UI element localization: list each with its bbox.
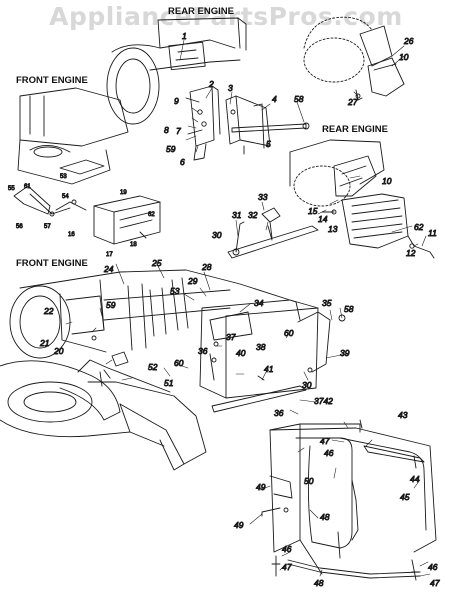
callout-55: 55 [8, 186, 15, 192]
callout-52: 52 [148, 362, 158, 372]
callout-47-top: 47 [320, 436, 330, 446]
callout-56: 56 [16, 224, 23, 230]
callout-44: 44 [410, 474, 420, 484]
callout-10-right: 10 [382, 176, 392, 186]
crossbar-and-handle [227, 207, 319, 259]
callout-46-left: 46 [282, 544, 292, 554]
discharge-chute [0, 351, 207, 471]
callout-21: 21 [39, 338, 50, 348]
rear-engine-tractor-top [106, 17, 247, 125]
callout-49-low: 49 [234, 520, 244, 530]
section-label-rear-engine-top: REAR ENGINE [168, 6, 234, 17]
callout-7: 7 [176, 126, 181, 136]
callout-61: 61 [24, 184, 31, 190]
callout-54: 54 [62, 194, 69, 200]
callout-19: 19 [120, 190, 127, 196]
callout-45: 45 [400, 492, 410, 502]
callout-10-top: 10 [399, 52, 409, 62]
callout-57: 57 [44, 224, 51, 230]
callout-40: 40 [236, 348, 246, 358]
callout-32: 32 [248, 210, 258, 220]
callout-5: 5 [266, 139, 271, 149]
mounting-bracket-assembly [185, 85, 310, 161]
callout-36-mid: 36 [198, 346, 208, 356]
callout-43: 43 [398, 410, 408, 420]
callout-14: 14 [318, 214, 328, 224]
callout-47-right: 47 [430, 578, 440, 588]
callout-47-left: 47 [282, 562, 292, 572]
callout-51: 51 [164, 378, 174, 388]
leader-lines [65, 39, 431, 577]
callout-30-top: 30 [212, 230, 222, 240]
callout-8: 8 [164, 125, 169, 135]
mounting-plate [199, 299, 346, 413]
callout-12: 12 [406, 248, 416, 258]
callout-27: 27 [347, 97, 358, 107]
callout-33: 33 [258, 192, 268, 202]
callout-48-mid: 48 [320, 512, 330, 522]
callout-38: 38 [256, 342, 266, 352]
callout-35: 35 [322, 298, 332, 308]
callout-50: 50 [304, 476, 314, 486]
callout-30-mid: 30 [302, 380, 312, 390]
callout-60-low: 60 [174, 358, 184, 368]
section-label-front-engine-mid: FRONT ENGINE [16, 258, 88, 269]
callout-4: 4 [272, 94, 277, 104]
callout-28: 28 [201, 262, 212, 272]
callout-29: 29 [187, 276, 198, 286]
callout-9: 9 [174, 96, 179, 106]
callout-20: 20 [53, 346, 64, 356]
callout-36-low: 36 [274, 408, 284, 418]
callout-24: 24 [103, 264, 114, 274]
front-engine-tractor-mid [9, 269, 301, 359]
rear-engine-chute-right [289, 139, 435, 259]
callout-31: 31 [232, 210, 242, 220]
section-label-rear-engine-right: REAR ENGINE [322, 124, 388, 135]
callout-62-left: 62 [148, 212, 155, 218]
callout-13: 13 [328, 224, 338, 234]
section-label-front-engine-left: FRONT ENGINE [16, 75, 88, 86]
callout-11: 11 [428, 228, 437, 238]
bagger-frame-assembly [261, 419, 437, 581]
callout-34: 34 [254, 298, 264, 308]
callout-58-mid: 58 [344, 304, 354, 314]
callout-39: 39 [340, 348, 350, 358]
callout-3742: 3742 [314, 396, 333, 406]
callout-59-top: 59 [166, 144, 176, 154]
callout-46-right: 46 [428, 562, 438, 572]
callout-18: 18 [130, 242, 137, 248]
callout-3: 3 [228, 83, 233, 93]
callout-22: 22 [43, 306, 54, 316]
callout-53-top: 53 [60, 174, 67, 180]
callout-2: 2 [208, 79, 214, 89]
watermark: AppliancePartsPros.com [49, 2, 403, 31]
callout-62-right: 62 [414, 222, 424, 232]
callout-60-mid: 60 [284, 328, 294, 338]
rear-engine-tractor-top-right [303, 16, 405, 101]
callout-58-top: 58 [294, 94, 304, 104]
callout-37: 37 [226, 332, 236, 342]
callout-16: 16 [68, 232, 75, 238]
callout-15: 15 [308, 206, 318, 216]
callout-25: 25 [151, 258, 162, 268]
callout-1: 1 [182, 31, 187, 41]
callout-48-low: 48 [314, 578, 324, 588]
callout-49-top: 49 [256, 482, 266, 492]
callout-26: 26 [403, 36, 414, 46]
callout-labels: 1 2 3 4 5 6 7 8 9 10 26 27 58 59 55 61 5… [8, 31, 441, 589]
callout-46-top: 46 [324, 448, 334, 458]
callout-59-mid: 59 [106, 300, 116, 310]
callout-41: 41 [264, 364, 274, 374]
callout-17: 17 [106, 252, 113, 258]
front-engine-tractor-left [13, 87, 161, 245]
callout-53-mid: 53 [170, 286, 180, 296]
callout-6: 6 [180, 157, 185, 167]
